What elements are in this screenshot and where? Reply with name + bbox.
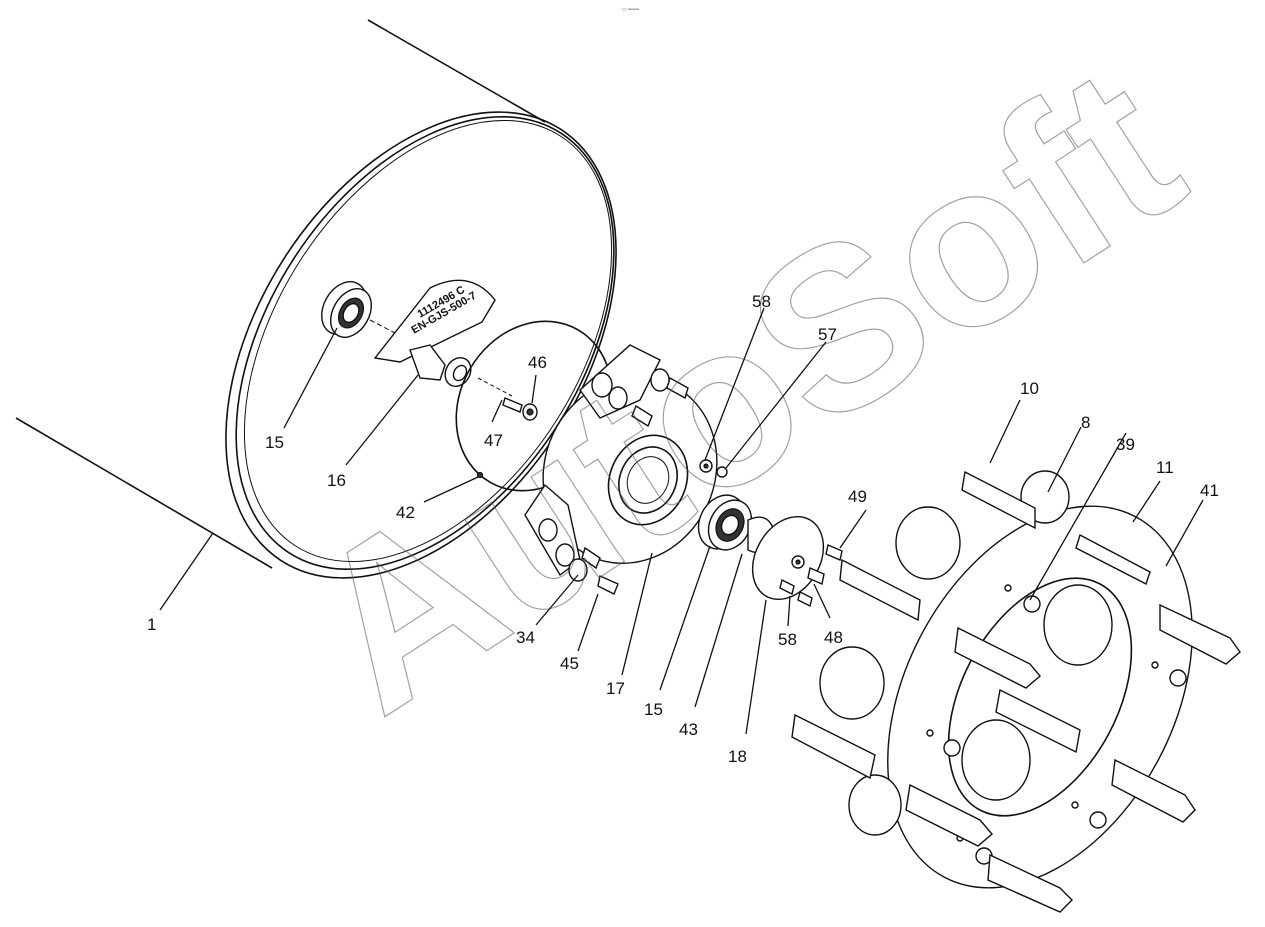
callout-8: 8 [1081, 413, 1090, 432]
rubber-buffers [819, 470, 1113, 836]
callout-39: 39 [1116, 435, 1135, 454]
callout-17: 17 [606, 679, 625, 698]
callout-1: 1 [147, 615, 156, 634]
callout-42: 42 [396, 503, 415, 522]
callout-15-drum-bearing: 15 [265, 433, 284, 452]
lower-bracket [524, 483, 619, 595]
callout-58-upper: 58 [752, 292, 771, 311]
callout-34: 34 [516, 628, 535, 647]
callout-49: 49 [848, 487, 867, 506]
callout-labels: 1 15 16 47 46 42 58 57 34 45 17 15 43 18… [147, 292, 1219, 766]
mount-flange [887, 505, 1193, 889]
spacer-tubes [791, 470, 1081, 780]
cast-bracket: 1112496 C EN-GJS-500-7 [373, 279, 496, 388]
leader-lines [159, 307, 1204, 735]
callout-57: 57 [818, 325, 837, 344]
header-glyph: ▭ ═══ [622, 7, 639, 13]
end-cover [751, 515, 843, 608]
callout-43: 43 [679, 720, 698, 739]
pin-and-bolt [477, 377, 538, 421]
callout-47: 47 [484, 431, 503, 450]
upper-bracket [579, 344, 689, 428]
callout-41: 41 [1200, 481, 1219, 500]
callout-48: 48 [824, 628, 843, 647]
callout-45: 45 [560, 654, 579, 673]
callout-15-hub-bearing: 15 [644, 700, 663, 719]
drum-bearing [321, 281, 396, 338]
callout-10: 10 [1020, 379, 1039, 398]
callout-11: 11 [1156, 458, 1174, 477]
callout-58-lower: 58 [778, 630, 797, 649]
callout-16: 16 [327, 471, 346, 490]
long-bolts [905, 533, 1241, 913]
callout-46: 46 [528, 353, 547, 372]
callout-18: 18 [728, 747, 747, 766]
